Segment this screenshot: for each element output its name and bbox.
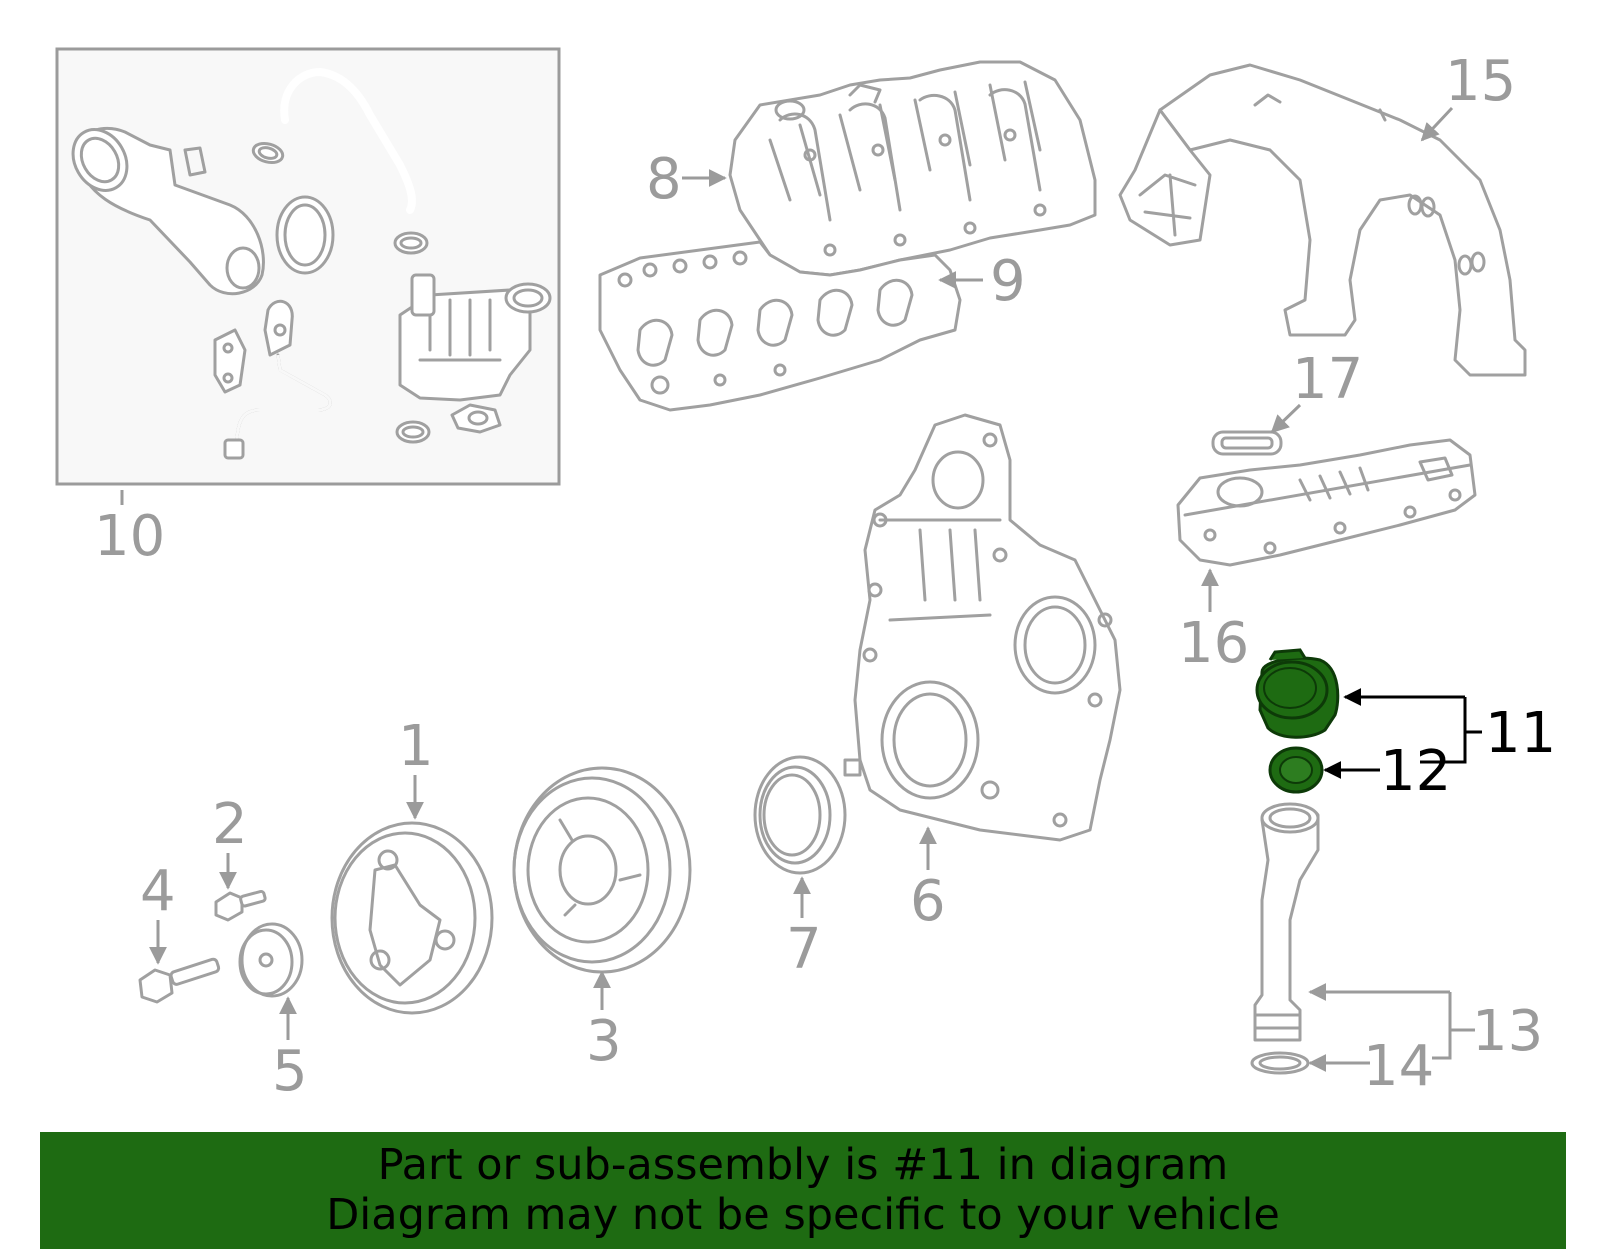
callout-17: 17 <box>1292 347 1363 412</box>
callout-16: 16 <box>1178 611 1249 676</box>
callout-15: 15 <box>1445 49 1516 114</box>
leader-lines <box>120 106 1482 1072</box>
part-16-valve-cover <box>1176 438 1477 567</box>
leader-15 <box>1420 106 1454 142</box>
part-12-seal <box>1268 746 1324 794</box>
part-6-front-cover <box>843 413 1122 842</box>
part-13-filler-tube <box>1253 802 1320 1042</box>
part-1-pulley <box>330 821 494 1015</box>
callout-7: 7 <box>786 917 822 982</box>
callout-8: 8 <box>646 147 682 212</box>
part-4-bolt <box>138 957 221 1004</box>
part-14-o-ring <box>1250 1051 1310 1075</box>
bracket-11 <box>1420 697 1467 764</box>
part-3-balancer <box>512 766 692 974</box>
info-banner: Part or sub-assembly is #11 in diagram D… <box>40 1132 1566 1249</box>
callout-2: 2 <box>212 792 248 857</box>
part-17-gasket <box>1211 430 1283 456</box>
part-10-assembly <box>55 47 561 486</box>
part-2-bolt <box>214 889 267 922</box>
part-11-filler-cap <box>1255 648 1340 739</box>
callout-14: 14 <box>1363 1034 1434 1099</box>
callout-6: 6 <box>910 869 946 934</box>
callout-10: 10 <box>94 504 165 569</box>
callout-1: 1 <box>398 714 434 779</box>
bracket-13 <box>1432 992 1452 1060</box>
part-9-intake-gasket <box>598 240 962 412</box>
callout-9: 9 <box>990 249 1026 314</box>
banner-line-2: Diagram may not be specific to your vehi… <box>326 1190 1280 1240</box>
banner-line-1: Part or sub-assembly is #11 in diagram <box>377 1140 1229 1190</box>
part-7-seal <box>753 755 847 875</box>
callout-5: 5 <box>272 1039 308 1104</box>
leader-17 <box>1270 403 1302 434</box>
callout-11: 11 <box>1485 701 1556 766</box>
callout-13: 13 <box>1472 999 1543 1064</box>
callout-labels: 10 8 9 15 17 16 6 7 3 1 2 4 5 13 14 11 1… <box>94 49 1556 1104</box>
part-5-washer <box>238 922 304 998</box>
part-15-intake-duct <box>1118 63 1527 377</box>
callout-3: 3 <box>586 1009 622 1074</box>
callout-4: 4 <box>140 859 176 924</box>
callout-12: 12 <box>1380 739 1451 804</box>
part-8-intake-manifold <box>728 60 1097 277</box>
